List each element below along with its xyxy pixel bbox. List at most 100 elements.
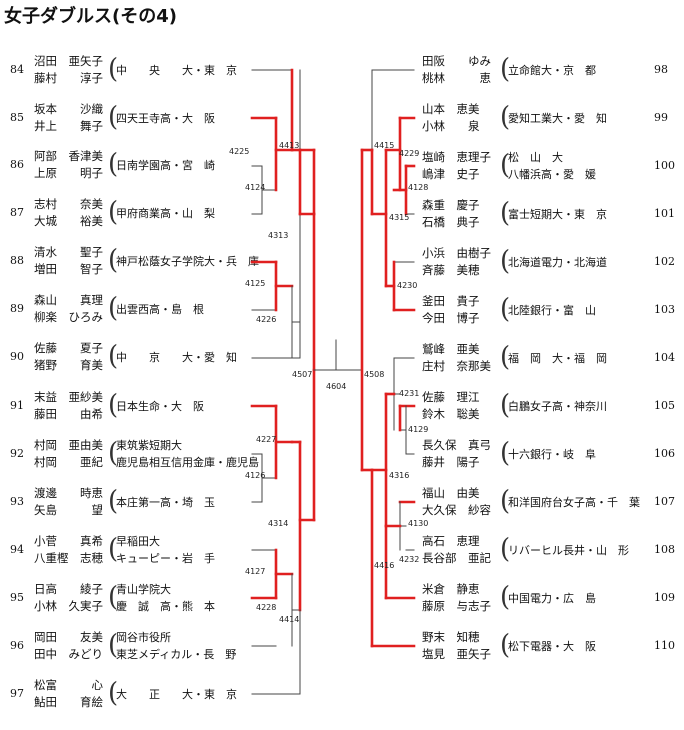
- bracket-paren: (: [500, 629, 511, 661]
- affiliation-line: リバーヒル長井・山 形: [508, 544, 629, 557]
- match-number-m4416: 4416: [374, 561, 394, 570]
- player-name: 藤井 陽子: [422, 455, 480, 469]
- player-names: 鷲峰 亜美庄村 奈那美: [422, 341, 500, 375]
- player-name: 庄村 奈那美: [422, 359, 491, 373]
- entry-number: 94: [10, 543, 24, 556]
- affiliation: 日南学園高・宮 崎: [116, 157, 254, 174]
- player-name: 志村 奈美: [34, 197, 103, 211]
- entry-number: 108: [654, 543, 675, 556]
- affiliation-line: 甲府商業高・山 梨: [116, 207, 215, 220]
- bracket-paren: (: [108, 629, 119, 661]
- player-name: 大城 裕美: [34, 214, 103, 228]
- bracket-paren: (: [108, 340, 119, 372]
- player-name: 藤原 与志子: [422, 599, 491, 613]
- player-names: 日高 綾子小林 久実子: [34, 581, 110, 615]
- player-name: 桃林 恵: [422, 71, 491, 85]
- player-name: 清水 聖子: [34, 245, 103, 259]
- player-names: 田阪 ゆみ桃林 恵: [422, 53, 500, 87]
- player-name: 塩崎 恵理子: [422, 150, 491, 164]
- affiliation-line: 愛知工業大・愛 知: [508, 112, 607, 125]
- player-name: 小菅 真希: [34, 534, 103, 548]
- player-name: 長久保 真弓: [422, 438, 491, 452]
- affiliation-line: 中国電力・広 島: [508, 592, 596, 605]
- entry-number: 92: [10, 447, 24, 460]
- bracket-paren: (: [500, 53, 511, 85]
- match-number-m4125: 4125: [245, 279, 265, 288]
- player-names: 志村 奈美大城 裕美: [34, 196, 110, 230]
- affiliation: 北海道電力・北海道: [508, 254, 654, 271]
- match-number-m4232: 4232: [399, 555, 419, 564]
- entry-number: 89: [10, 302, 24, 315]
- player-name: 沼田 亜矢子: [34, 54, 103, 68]
- player-name: 森山 真理: [34, 293, 103, 307]
- match-number-m4227: 4227: [256, 435, 276, 444]
- affiliation: 福 岡 大・福 岡: [508, 350, 654, 367]
- match-number-m4507: 4507: [292, 370, 312, 379]
- player-name: 長谷部 亜記: [422, 551, 491, 565]
- player-names: 長久保 真弓藤井 陽子: [422, 437, 500, 471]
- player-name: 藤田 由希: [34, 407, 103, 421]
- affiliation: 四天王寺高・大 阪: [116, 110, 254, 127]
- entry-number: 100: [654, 159, 675, 172]
- player-names: 清水 聖子増田 智子: [34, 244, 110, 278]
- match-number-m4124: 4124: [245, 183, 265, 192]
- tournament-bracket: 4413422541244313412542264507460445084227…: [229, 68, 428, 695]
- affiliation: 北陸銀行・富 山: [508, 302, 654, 319]
- player-name: 増田 智子: [34, 262, 103, 276]
- affiliation: 東筑紫短期大鹿児島相互信用金庫・鹿児島: [116, 437, 259, 471]
- player-name: 末益 亜紗美: [34, 390, 103, 404]
- player-name: 野末 知穂: [422, 630, 480, 644]
- player-names: 山本 恵美小林 泉: [422, 101, 500, 135]
- player-names: 釜田 貴子今田 博子: [422, 293, 500, 327]
- affiliation-line: 和洋国府台女子高・千 葉: [508, 496, 640, 509]
- player-name: 阿部 香津美: [34, 149, 103, 163]
- player-name: 福山 由美: [422, 486, 480, 500]
- player-names: 坂本 沙織井上 舞子: [34, 101, 110, 135]
- match-number-m4130: 4130: [408, 519, 428, 528]
- match-number-m4129: 4129: [408, 425, 428, 434]
- affiliation: 本庄第一高・埼 玉: [116, 494, 254, 511]
- match-number-m4414: 4414: [279, 615, 299, 624]
- entry-number: 104: [654, 351, 675, 364]
- bracket-paren: (: [108, 485, 119, 517]
- player-name: 猪野 育美: [34, 358, 103, 372]
- player-name: 嶋津 史子: [422, 167, 480, 181]
- player-names: 高石 恵理長谷部 亜記: [422, 533, 500, 567]
- match-number-m4225: 4225: [229, 147, 249, 156]
- affiliation: 岡谷市役所東芝メディカル・長 野: [116, 629, 254, 663]
- entry-number: 84: [10, 63, 24, 76]
- entry-number: 106: [654, 447, 675, 460]
- page-title: 女子ダブルス(その4): [4, 6, 177, 27]
- bracket-paren: (: [108, 389, 119, 421]
- affiliation-line: 松 山 大: [508, 151, 563, 164]
- player-name: 小林 久実子: [34, 599, 103, 613]
- affiliation: 早稲田大キューピー・岩 手: [116, 533, 254, 567]
- player-names: 小浜 由樹子斉藤 美穂: [422, 245, 500, 279]
- match-number-m4316: 4316: [389, 471, 409, 480]
- right-entry: 104 鷲峰 亜美庄村 奈那美(福 岡 大・福 岡: [422, 341, 684, 377]
- player-name: 高石 恵理: [422, 534, 480, 548]
- affiliation-line: 本庄第一高・埼 玉: [116, 496, 215, 509]
- bracket-paren: (: [500, 293, 511, 325]
- bracket-paren: (: [500, 437, 511, 469]
- affiliation-line: 中 央 大・東 京: [116, 64, 237, 77]
- entry-number: 86: [10, 158, 24, 171]
- player-name: 日高 綾子: [34, 582, 103, 596]
- bracket-paren: (: [500, 341, 511, 373]
- player-name: 佐藤 理江: [422, 390, 480, 404]
- entry-number: 107: [654, 495, 675, 508]
- match-number-m4128: 4128: [408, 183, 428, 192]
